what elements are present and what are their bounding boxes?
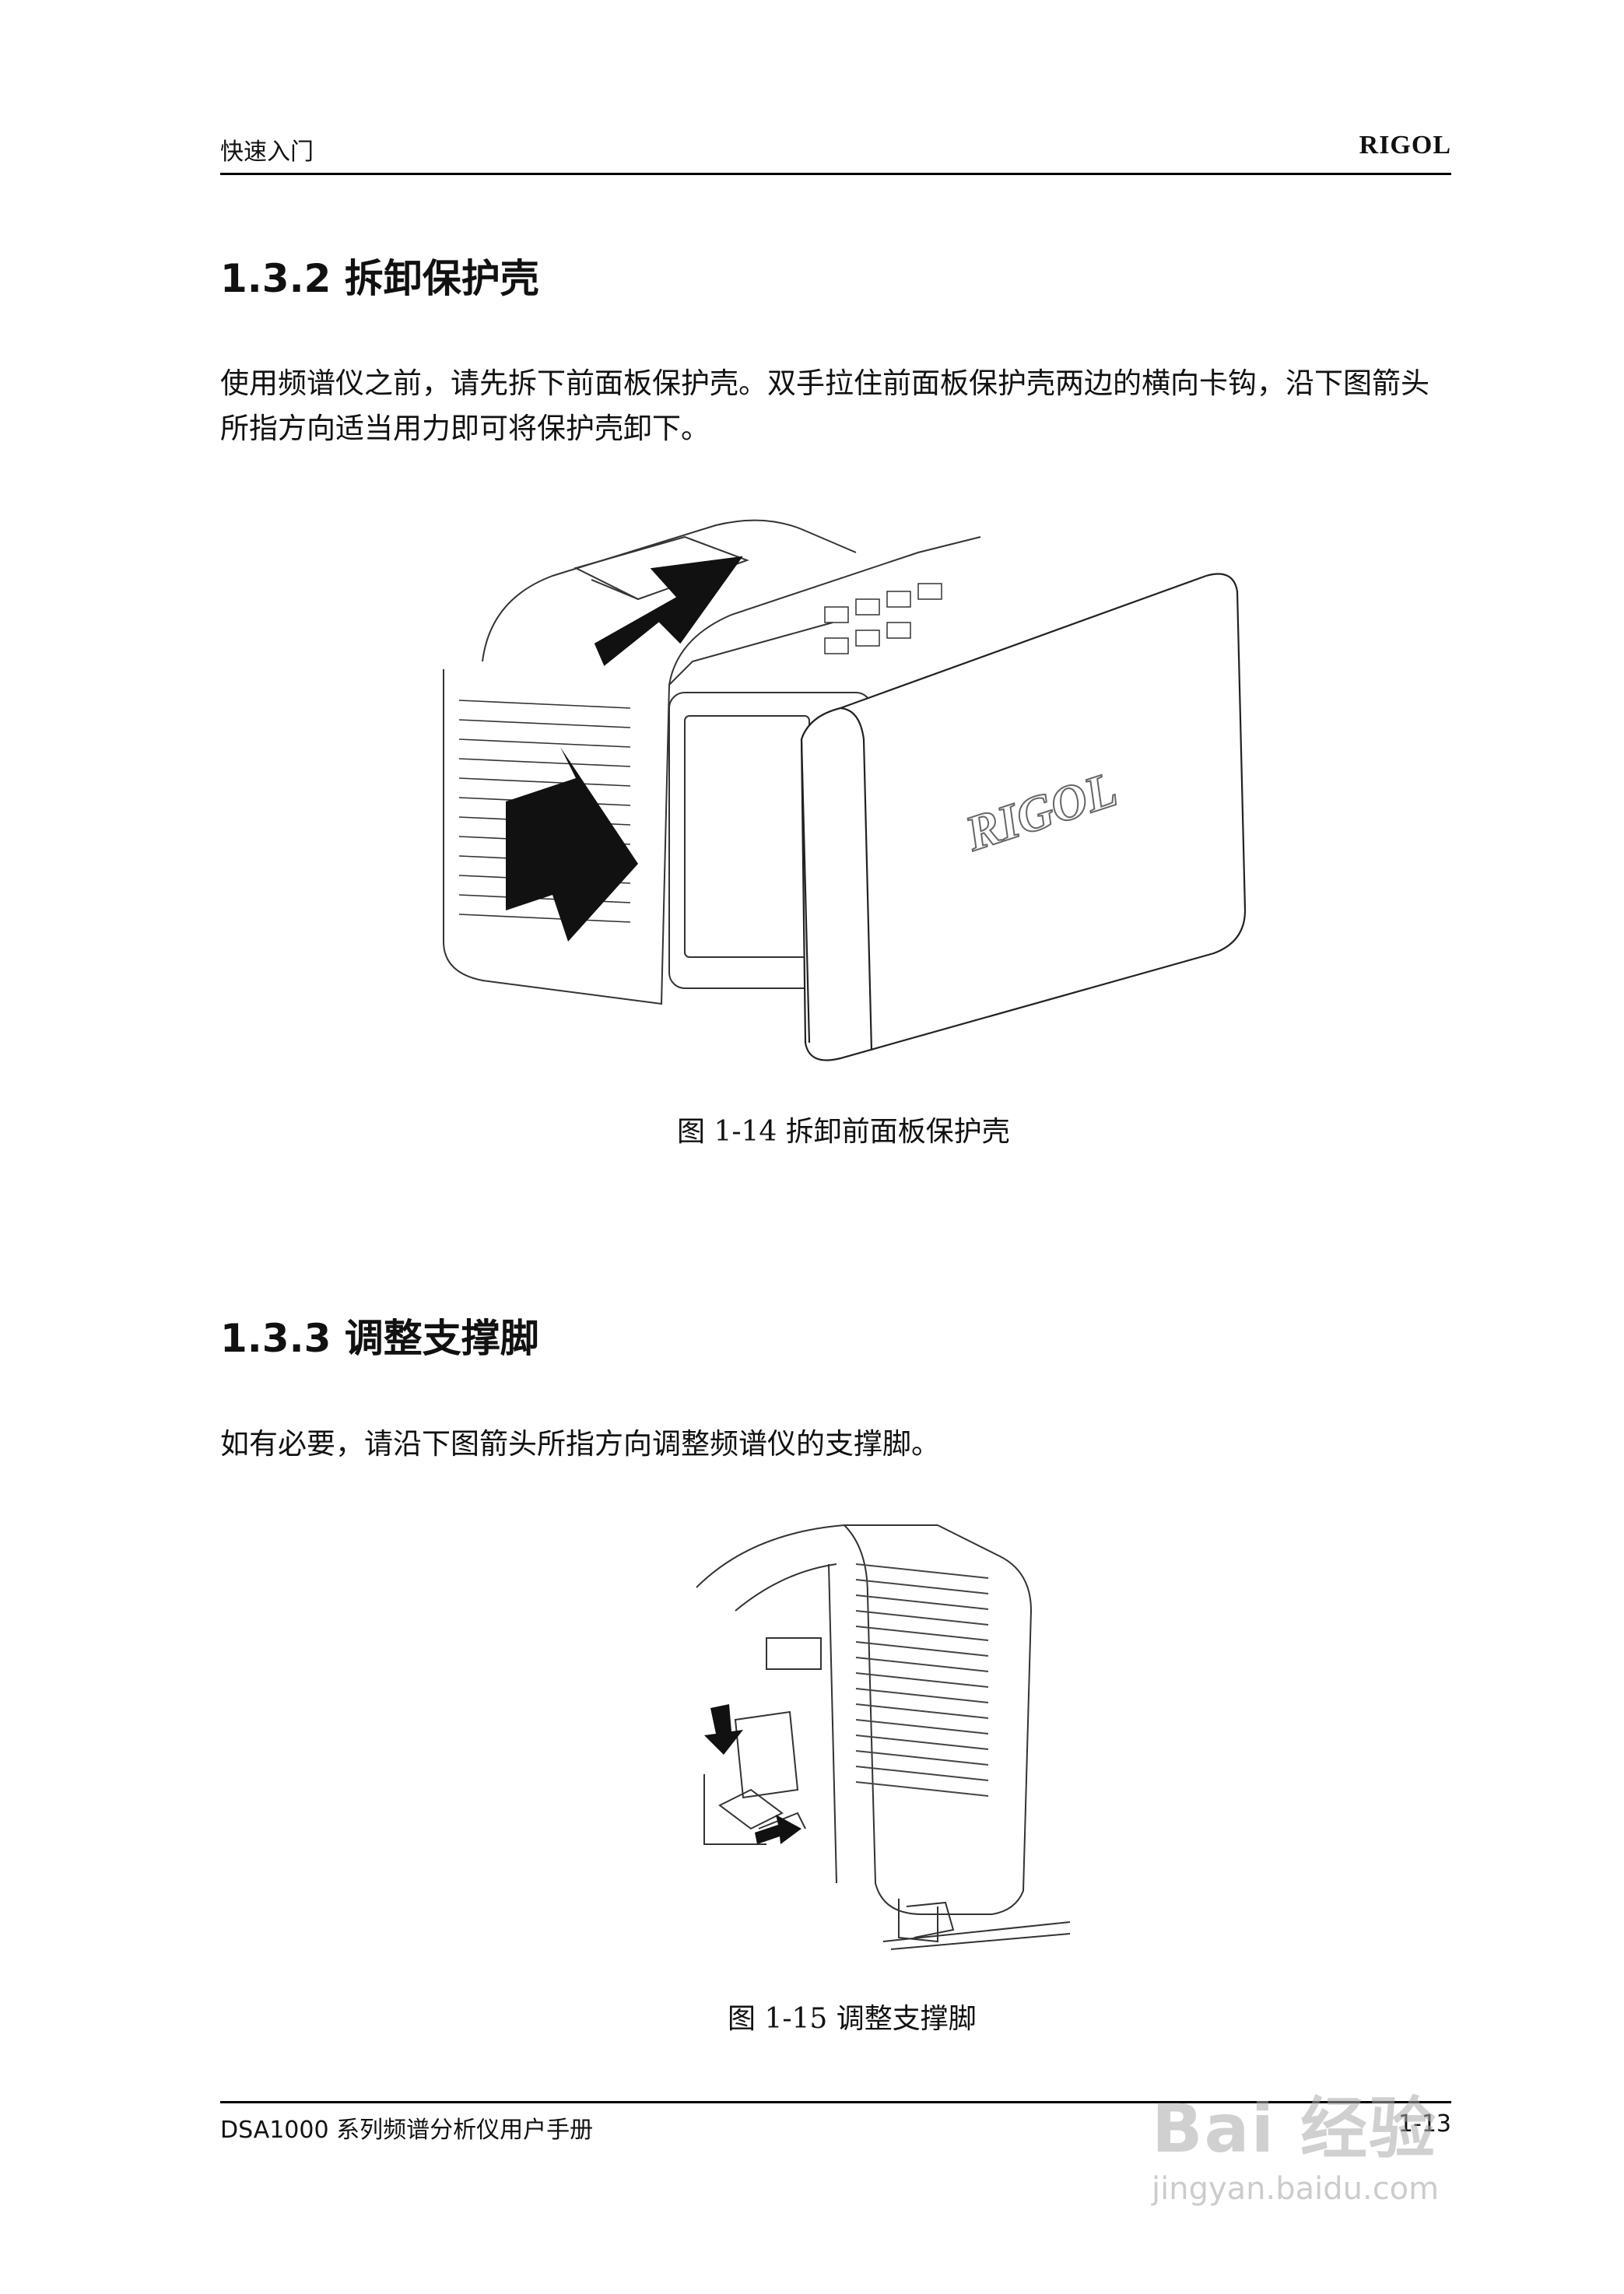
figure-caption-1-14: 图 1-14 拆卸前面板保护壳 [677, 1116, 1010, 1148]
pull-arrow-lower [506, 747, 638, 942]
figure-adjust-support-feet [696, 1524, 1070, 1950]
section-title-remove-cover: 1.3.2 拆卸保护壳 [220, 256, 539, 301]
watermark-brand: Bai 经验 [1152, 2090, 1438, 2168]
section-body-remove-cover: 使用频谱仪之前，请先拆下前面板保护壳。双手拉住前面板保护壳两边的横向卡钩，沿下图… [220, 367, 1429, 445]
figure-remove-front-cover: RIGOL [443, 519, 1247, 1061]
section-body-adjust-feet: 如有必要，请沿下图箭头所指方向调整频谱仪的支撑脚。 [220, 1427, 940, 1461]
adjust-arrow-down [704, 1704, 743, 1755]
watermark-url: jingyan.baidu.com [1152, 2171, 1440, 2207]
footer-page-number: 1-13 [1398, 2110, 1451, 2138]
pull-arrow-upper [594, 556, 743, 666]
section-title-adjust-feet: 1.3.3 调整支撑脚 [220, 1316, 539, 1361]
footer-manual-title: DSA1000 系列频谱分析仪用户手册 [220, 2117, 594, 2144]
header-rule [220, 173, 1451, 175]
header-chapter: 快速入门 [220, 139, 314, 166]
adjust-arrow-right [755, 1815, 801, 1844]
footer-rule [220, 2101, 1451, 2103]
header-brand: RIGOL [1359, 131, 1451, 160]
figure-caption-1-15: 图 1-15 调整支撑脚 [728, 2003, 977, 2035]
